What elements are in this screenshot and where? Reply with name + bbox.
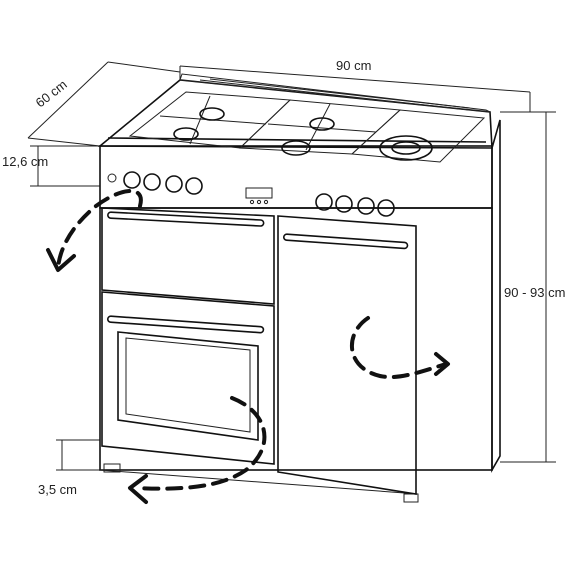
grate-right	[350, 109, 486, 163]
foot-left	[103, 463, 121, 473]
height-label: 90 - 93 cm	[504, 285, 565, 300]
ignition-button	[107, 173, 117, 183]
grill-door-arrowhead	[46, 248, 76, 272]
burner-2	[173, 127, 199, 141]
cooker-body	[97, 73, 501, 503]
clock-display	[245, 187, 273, 199]
back-upstand	[179, 73, 491, 113]
control-knobs	[107, 171, 395, 217]
cooker-front	[99, 207, 493, 471]
right-oven-handle	[282, 233, 409, 250]
door-opening-arrows	[46, 189, 450, 504]
left-door-arrowhead	[128, 474, 148, 504]
plinth-height-label: 3,5 cm	[38, 482, 77, 497]
left-oven-door	[101, 291, 275, 465]
knob-5	[315, 193, 333, 211]
grill-door	[101, 207, 275, 305]
grill-door-arrow-path	[56, 189, 143, 270]
oven-doors	[101, 207, 417, 495]
burner-1	[199, 107, 225, 121]
knob-3	[165, 175, 183, 193]
hob-height-label: 12,6 cm	[2, 154, 48, 169]
wok-burner-outer	[379, 135, 433, 161]
left-door-arrow-path	[134, 396, 267, 491]
right-door-arrowhead	[434, 352, 450, 376]
dimension-labels: 90 cm 60 cm 12,6 cm 90 - 93 cm 3,5 cm	[2, 58, 565, 497]
knob-6	[335, 195, 353, 213]
knob-2	[143, 173, 161, 191]
width-label: 90 cm	[336, 58, 371, 73]
burners	[173, 107, 433, 161]
knob-7	[357, 197, 375, 215]
dimension-lines	[27, 61, 556, 471]
back-vent-slots	[199, 78, 471, 111]
wok-burner-inner	[391, 141, 421, 155]
depth-dimension-line	[27, 61, 109, 139]
knob-1	[123, 171, 141, 189]
left-oven-handle	[106, 315, 265, 334]
timer-display	[245, 187, 273, 205]
knob-4	[185, 177, 203, 195]
burner-3	[309, 117, 335, 131]
right-door-arrow-path	[350, 316, 448, 380]
foot-right	[403, 493, 419, 503]
depth-label: 60 cm	[33, 77, 70, 111]
side-panel	[491, 119, 501, 474]
width-dimension-line	[179, 65, 531, 93]
left-oven-window	[117, 331, 259, 441]
burner-4	[281, 140, 311, 156]
right-oven-door	[277, 215, 417, 495]
grill-door-handle	[107, 211, 265, 227]
knob-8	[377, 199, 395, 217]
